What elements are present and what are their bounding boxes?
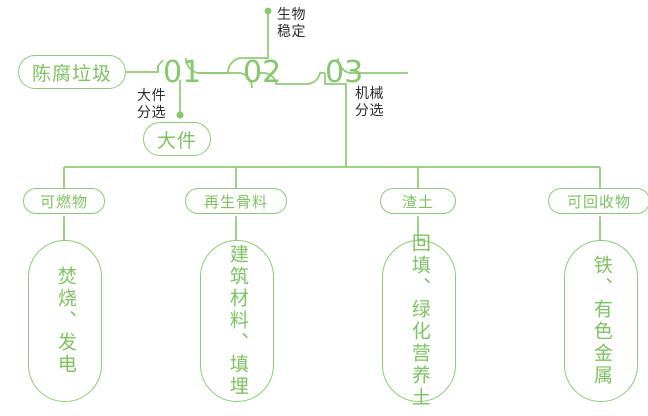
node-source-waste[interactable]: 陈腐垃圾 — [18, 55, 127, 89]
stage-caption-03: 机械 分选 — [355, 86, 384, 120]
node-bulky-output-label: 大件 — [157, 129, 198, 152]
node-source-waste-label: 陈腐垃圾 — [32, 62, 113, 85]
node-destination-3[interactable]: 回填、绿化营养土 — [382, 233, 456, 409]
stage-number-02[interactable]: 02 — [243, 55, 282, 90]
node-destination-1-label: 焚烧、发电 — [54, 266, 77, 376]
node-destination-4[interactable]: 铁、有色金属 — [564, 240, 638, 402]
node-category-1[interactable]: 可燃物 — [23, 188, 105, 214]
node-bulky-output[interactable]: 大件 — [143, 122, 212, 156]
stage-caption-02: 生物 稳定 — [277, 7, 306, 41]
node-category-4-label: 可回收物 — [566, 192, 631, 211]
arc-02-left-bottom — [239, 72, 253, 89]
node-destination-2-label: 建筑材料、填埋 — [226, 244, 249, 398]
node-category-1-label: 可燃物 — [39, 192, 88, 211]
node-destination-2[interactable]: 建筑材料、填埋 — [200, 240, 274, 402]
node-category-2-label: 再生骨料 — [203, 192, 268, 211]
node-category-4[interactable]: 可回收物 — [548, 188, 648, 214]
node-destination-3-label: 回填、绿化营养土 — [408, 233, 431, 409]
arc-01-right — [185, 57, 240, 74]
stage-number-01[interactable]: 01 — [163, 55, 202, 90]
dot-bio-label — [264, 7, 272, 15]
stage-number-03[interactable]: 03 — [325, 55, 364, 90]
wire-03-to-bus — [324, 73, 347, 167]
arc-03-right — [337, 57, 408, 74]
wire-02-to-bio-label — [227, 12, 269, 74]
node-category-2[interactable]: 再生骨料 — [185, 188, 287, 214]
wire-02-to-03 — [259, 72, 325, 85]
node-destination-4-label: 铁、有色金属 — [590, 255, 613, 387]
node-destination-1[interactable]: 焚烧、发电 — [28, 240, 102, 402]
dot-bulky-output — [176, 111, 184, 119]
node-category-3[interactable]: 渣土 — [380, 188, 456, 214]
node-category-3-label: 渣土 — [401, 192, 434, 211]
stage-caption-01: 大件 分选 — [137, 88, 166, 122]
